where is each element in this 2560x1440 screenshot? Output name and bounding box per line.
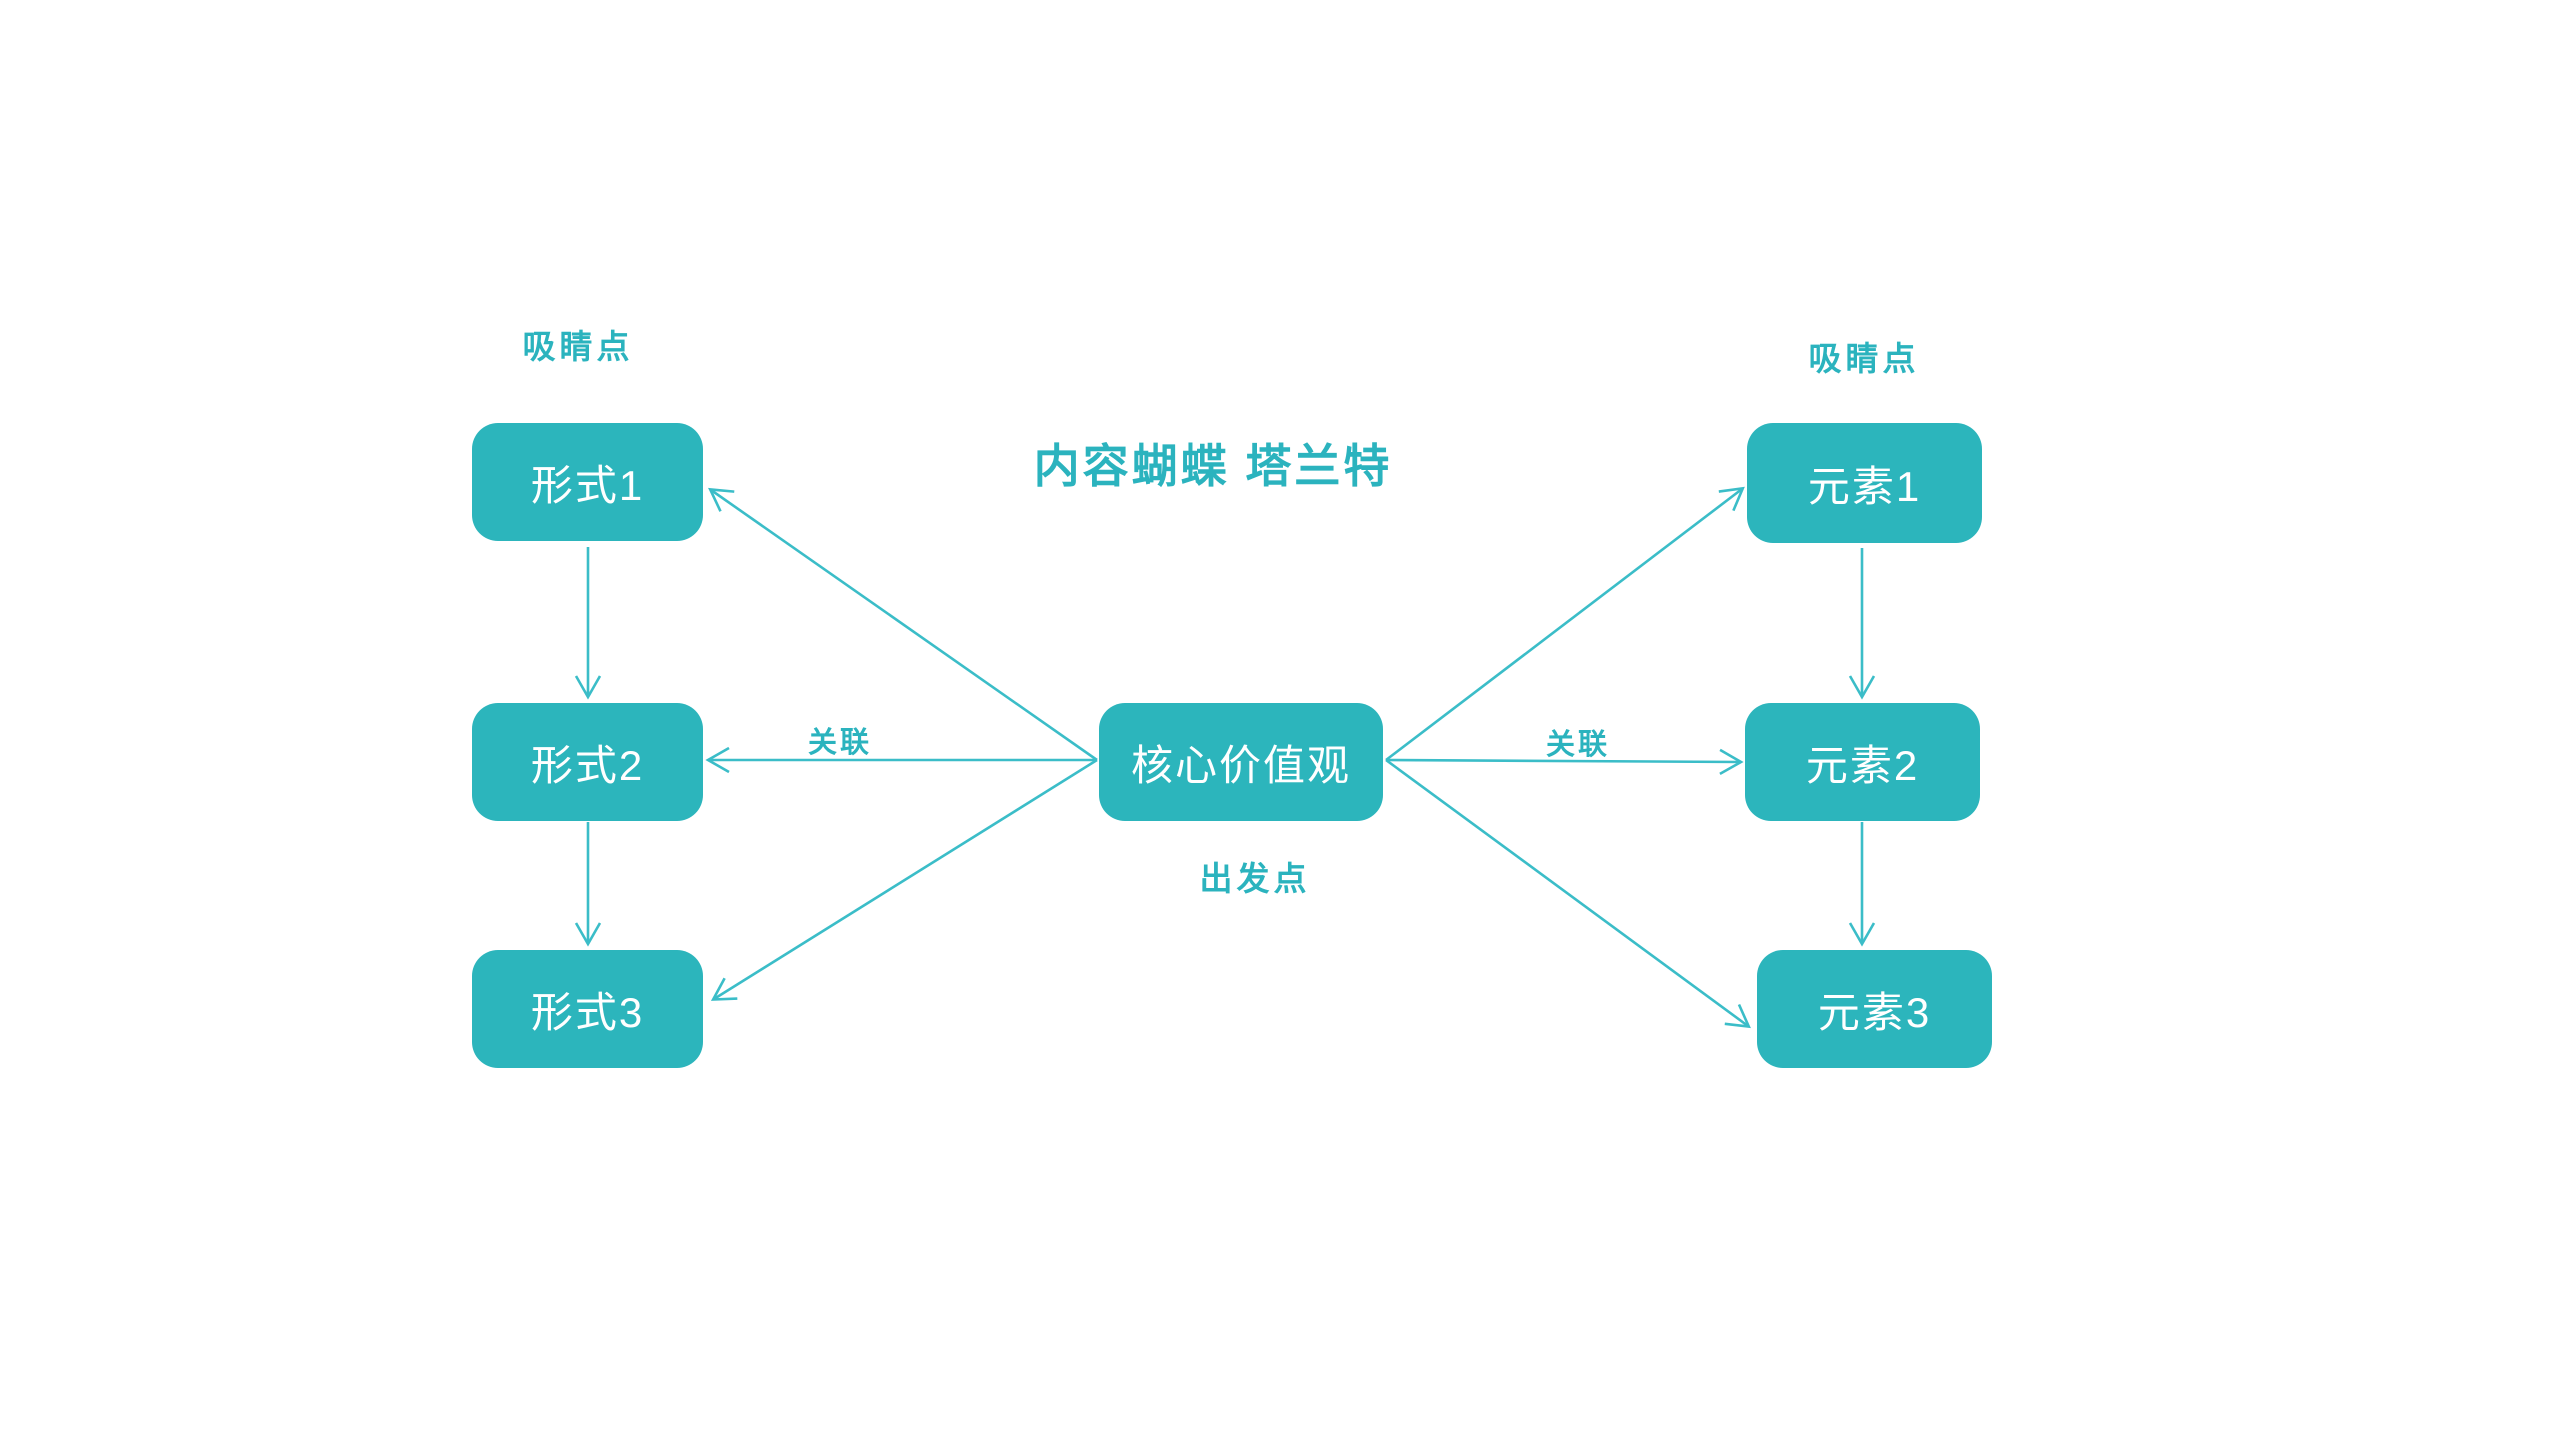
node-element1-label: 元素1 (1807, 462, 1922, 510)
edge-core-to-form3 (710, 758, 1098, 1001)
edge-core-to-form1 (708, 487, 1098, 762)
node-element1[interactable]: 元素1 (1747, 423, 1982, 543)
center-caption: 出发点 (1199, 860, 1311, 897)
node-form1-label: 形式1 (530, 461, 645, 509)
node-element3[interactable]: 元素3 (1757, 950, 1992, 1068)
diagram-title: 内容蝴蝶 塔兰特 (1033, 440, 1393, 492)
node-core-values-label: 核心价值观 (1130, 741, 1351, 789)
edge-core-to-element1 (1385, 486, 1745, 762)
edge-core-to-element2 (1385, 748, 1744, 776)
node-form2[interactable]: 形式2 (472, 703, 703, 821)
node-form2-label: 形式2 (530, 741, 645, 789)
node-element2-label: 元素2 (1805, 741, 1920, 789)
edge-label-right-guanlian: 关联 (1545, 729, 1611, 761)
node-form1[interactable]: 形式1 (472, 423, 703, 541)
node-element2[interactable]: 元素2 (1745, 703, 1980, 821)
node-form3[interactable]: 形式3 (472, 950, 703, 1068)
edge-core-to-element3 (1385, 758, 1751, 1029)
left-column-caption: 吸睛点 (522, 328, 634, 365)
right-column-caption: 吸睛点 (1808, 340, 1920, 377)
node-core-values[interactable]: 核心价值观 (1099, 703, 1383, 821)
node-element3-label: 元素3 (1817, 988, 1932, 1036)
node-form3-label: 形式3 (530, 988, 645, 1036)
edge-label-left-guanlian: 关联 (807, 727, 873, 759)
